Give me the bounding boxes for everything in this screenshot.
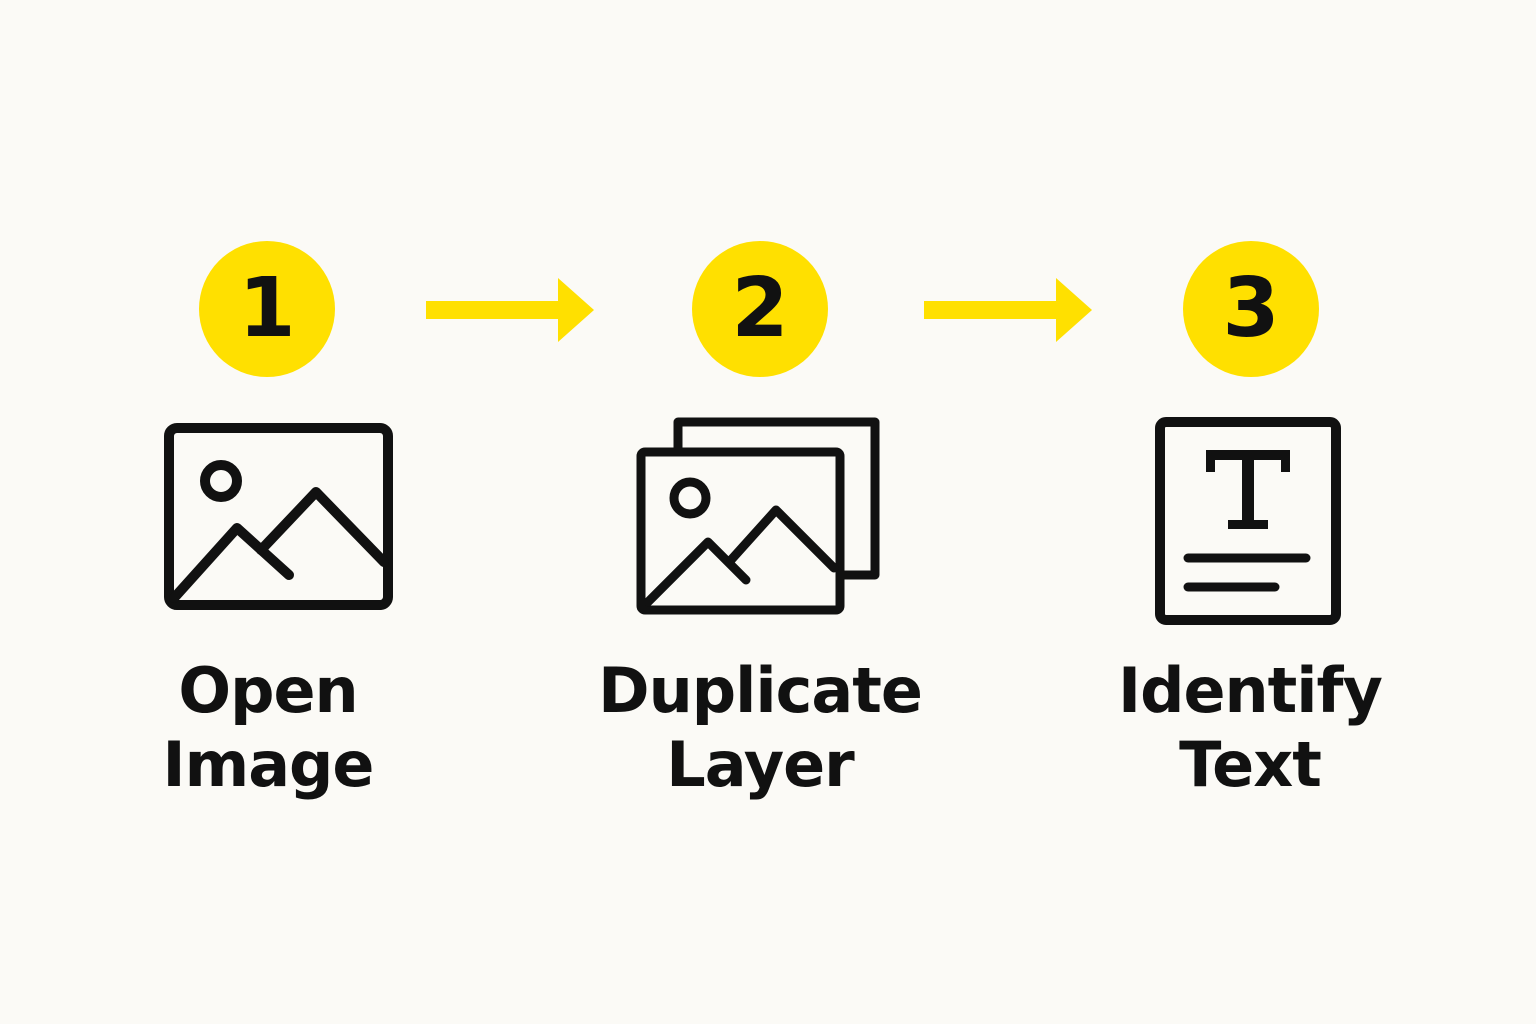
step-label: Identify Text <box>1070 654 1430 802</box>
step-label-line-2: Layer <box>666 728 854 801</box>
step-label-line-2: Image <box>162 728 375 801</box>
step-label-line-1: Open <box>178 654 358 727</box>
text-document-icon <box>1070 410 1430 640</box>
step-label: Duplicate Layer <box>580 654 940 802</box>
step-number-badge: 3 <box>1183 241 1319 377</box>
duplicate-layer-icon <box>580 410 940 640</box>
step-number-badge: 2 <box>692 241 828 377</box>
step-label-line-1: Duplicate <box>598 654 923 727</box>
step-label: Open Image <box>88 654 448 802</box>
image-icon <box>88 410 448 640</box>
step-open-image: 1 Open Image <box>88 0 448 1024</box>
step-identify-text: 3 Identify Text <box>1070 0 1430 1024</box>
arrow-right-icon <box>426 278 598 342</box>
step-label-line-1: Identify <box>1118 654 1383 727</box>
arrow-right-icon <box>924 278 1096 342</box>
step-label-line-2: Text <box>1179 728 1322 801</box>
step-duplicate-layer: 2 Duplicate Layer <box>580 0 940 1024</box>
step-number-badge: 1 <box>199 241 335 377</box>
